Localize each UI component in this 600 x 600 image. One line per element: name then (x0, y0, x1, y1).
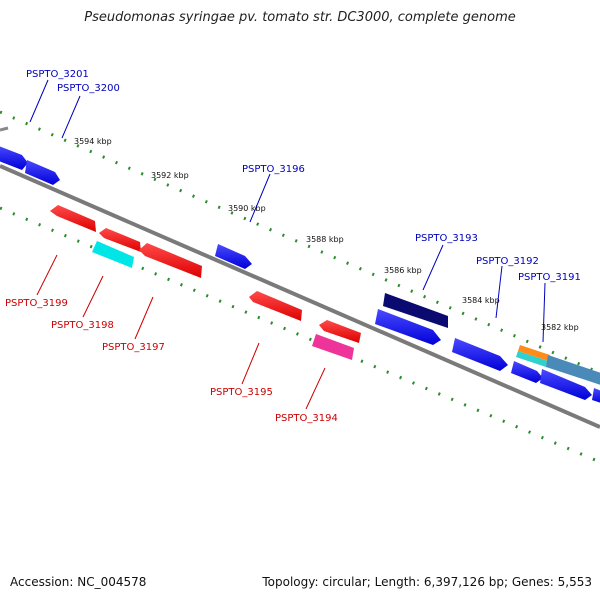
genome-backbone (0, 164, 600, 429)
gene-label[interactable]: PSPTO_3195 (210, 387, 273, 398)
gene-arrow-reverse[interactable] (50, 205, 96, 232)
tick-label: 3594 kbp (74, 137, 112, 146)
gene-arrow-forward[interactable] (25, 160, 60, 185)
gene-arrow-reverse[interactable] (319, 320, 361, 343)
leader-line (249, 173, 271, 223)
gene-arrow-forward[interactable] (511, 361, 543, 383)
gene-arrow-reverse[interactable] (92, 241, 134, 268)
leader-line (422, 244, 444, 291)
gene-arrow-forward[interactable] (0, 145, 28, 170)
leader-line (134, 296, 154, 340)
gene-label[interactable]: PSPTO_3197 (102, 342, 165, 353)
gene-label[interactable]: PSPTO_3198 (51, 320, 114, 331)
gene-label[interactable]: PSPTO_3191 (518, 272, 581, 283)
leader-line (241, 342, 260, 385)
genome-title: Pseudomonas syringae pv. tomato str. DC3… (84, 10, 516, 25)
outer-dotted-track (0, 110, 600, 375)
leader-line (542, 282, 546, 343)
leader-line (305, 367, 326, 410)
gene-arrow-reverse[interactable] (249, 291, 302, 321)
gene-label[interactable]: PSPTO_3196 (242, 164, 305, 175)
leader-line (495, 265, 503, 319)
gene-arrow-forward[interactable] (452, 338, 508, 371)
tick-label: 3582 kbp (541, 323, 579, 332)
gene-arrow-forward[interactable] (383, 293, 448, 328)
gene-arrow-forward[interactable] (592, 388, 600, 404)
leader-line (82, 275, 104, 318)
tick-label: 3584 kbp (462, 296, 500, 305)
gene-arrow-reverse[interactable] (312, 334, 354, 360)
accession-label: Accession: NC_004578 (10, 575, 147, 589)
backbone-top-stub (0, 126, 9, 132)
tick-label: 3588 kbp (306, 235, 344, 244)
gene-arrow-reverse[interactable] (99, 228, 141, 252)
tick-label: 3590 kbp (228, 204, 266, 213)
gene-label[interactable]: PSPTO_3194 (275, 413, 338, 424)
tick-label: 3592 kbp (151, 171, 189, 180)
leader-line (61, 95, 81, 139)
feature-cyan[interactable] (516, 351, 548, 367)
gene-arrow-forward[interactable] (375, 309, 441, 345)
feature-orange[interactable] (518, 345, 550, 361)
gene-label[interactable]: PSPTO_3193 (415, 233, 478, 244)
gene-label[interactable]: PSPTO_3201 (26, 69, 89, 80)
gene-label[interactable]: PSPTO_3192 (476, 256, 539, 267)
gene-label[interactable]: PSPTO_3199 (5, 298, 68, 309)
gene-arrow-reverse[interactable] (139, 243, 202, 278)
leader-line (29, 79, 49, 123)
gene-label[interactable]: PSPTO_3200 (57, 83, 120, 94)
genome-summary: Topology: circular; Length: 6,397,126 bp… (262, 575, 592, 589)
gene-arrow-forward[interactable] (540, 369, 592, 400)
feature-steelblue[interactable] (546, 355, 600, 386)
leader-line (36, 254, 58, 296)
gene-arrow-forward[interactable] (215, 244, 252, 269)
tick-label: 3586 kbp (384, 266, 422, 275)
